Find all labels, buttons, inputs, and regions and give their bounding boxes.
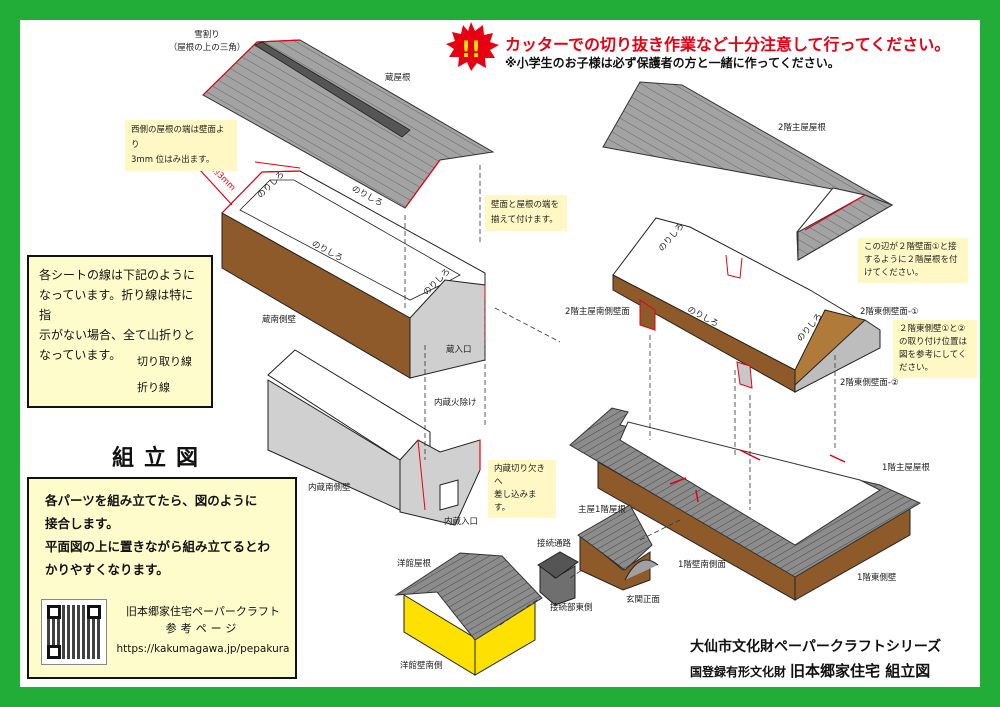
label-snow-guard-sub: （屋根の上の三角） [169,42,246,53]
reference-title: 旧本郷家住宅ペーパークラフト [126,605,280,618]
kura-south-wall [199,161,486,379]
svg-text:!!: !! [461,38,481,63]
warning-children: ※小学生のお子様は必ず保護者の方と一緒に作ってください。 [505,56,840,70]
assembly-diagram: !! [42,22,930,676]
snow-guard [254,41,411,138]
label-second-roof: 2階主屋屋根 [778,122,826,133]
reference-url[interactable]: https://kakumagawa.jp/pepakura [116,643,290,655]
fold-line-label: 折り線 [137,381,170,394]
label-first-south-wall: 1階壁南側面 [678,559,726,570]
label-passage: 接続通路 [537,538,572,549]
subtitle: 国登録有形文化財旧本郷家住宅 組立図 [690,662,931,680]
label-main-first-roof: 主屋1階屋根 [578,504,626,515]
label-snow-guard: 雪割り [194,29,220,40]
label-inner-fireguard: 内蔵火除け [434,397,477,408]
entrance-porch [577,504,659,591]
label-second-south-wall: 2階主屋南側壁面 [565,306,630,317]
instructions-box: 各パーツを組み立てたら、図のように 接合します。 平面図の上に置きながら組み立て… [27,477,297,679]
label-kura-entrance: 蔵入口 [446,344,472,355]
label-inner-entrance: 内蔵入口 [444,516,478,527]
reference-subtitle: 参考ページ [165,622,241,635]
label-entrance-front: 玄関正面 [626,594,661,605]
note-edge-contact: この辺が２階壁面①と接するように２階屋根を付けてください。 [858,238,968,283]
second-floor-walls [612,217,881,393]
label-first-main-roof: 1階主屋屋根 [882,462,930,473]
label-first-east-wall: 1階東側壁 [857,572,897,583]
label-kura-south-wall: 蔵南側壁 [262,314,297,325]
label-second-east-wall-1: 2階東側壁面-① [860,306,919,317]
series-title: 大仙市文化財ペーパークラフトシリーズ [690,639,942,655]
second-floor-roof [602,81,894,261]
guide-lines [404,165,836,626]
label-inner-south-wall: 内蔵南側壁 [308,482,351,493]
assembly-sheet: !! [20,20,980,687]
cut-line-label: 切り取り線 [137,355,192,368]
kura-roof [202,39,495,209]
qr-code[interactable] [41,599,107,665]
label-western-south-wall: 洋館壁南側 [400,660,443,671]
line-legend-box: 各シートの線は下記のように なっています。折り線は特に指 示がない場合、全て山折… [27,255,213,408]
exclamation-starburst-icon: !! [446,22,499,71]
label-second-east-wall-2: 2階東側壁面-② [840,377,899,388]
note-align: 壁面と屋根の端を揃えて付けます。 [485,195,567,231]
page-title: 組立図 [112,446,209,471]
note-inner-insert: 内蔵切り欠きへ差し込みます。 [488,460,556,518]
connecting-passage [537,551,579,606]
western-house [394,552,543,676]
label-western-roof: 洋館屋根 [397,558,432,569]
warning-cutter: カッターでの切り抜き作業など十分注意して行ってください。 [505,35,951,54]
label-kura-roof: 蔵屋根 [385,72,411,83]
inner-kura [267,349,481,526]
label-passage-east: 接続部東側 [550,602,593,613]
